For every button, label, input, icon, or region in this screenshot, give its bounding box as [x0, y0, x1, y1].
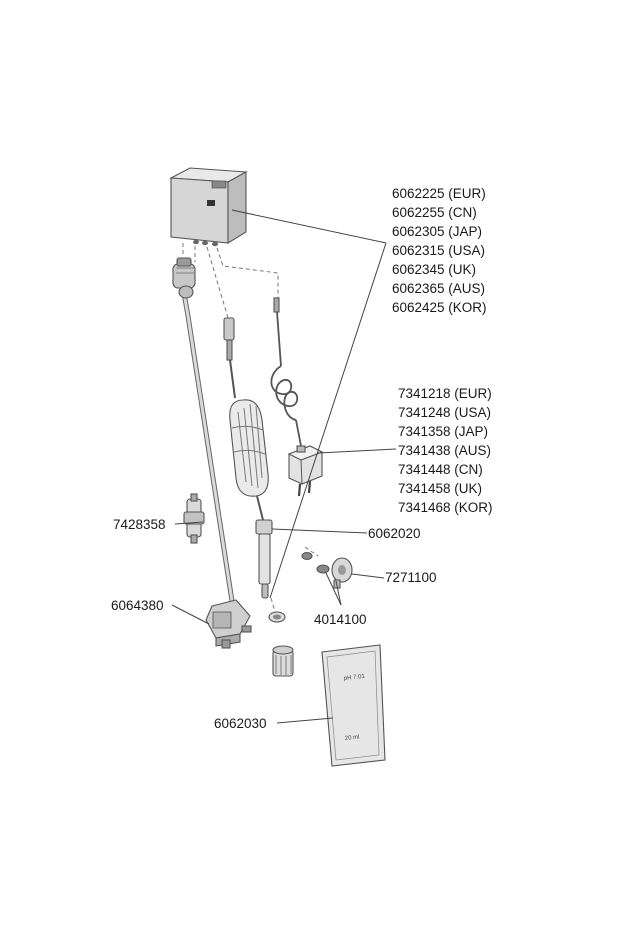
power-adapter-part-number: 7341248 (USA)	[398, 405, 491, 420]
suction-cups-part-number: 4014100	[314, 612, 367, 627]
controller-part-number: 6062425 (KOR)	[392, 300, 487, 315]
power-adapter-cable	[270, 297, 302, 447]
suction-cups	[301, 551, 330, 574]
controller-part-number: 6062305 (JAP)	[392, 224, 482, 239]
power-adapter-part-number: 7341218 (EUR)	[398, 386, 492, 401]
connection-guides	[182, 243, 319, 613]
tube-connector-plug	[172, 257, 196, 299]
ph-electrode-part-number: 6062020	[368, 526, 421, 541]
ph-electrode-cable	[223, 317, 269, 521]
power-adapter	[287, 445, 324, 497]
electrode-cap	[272, 645, 294, 677]
sachet-label-ph: pH 7.01	[344, 674, 366, 682]
electrode-ring	[268, 611, 286, 623]
calibration-solution-part-number: 6062030	[214, 716, 267, 731]
controller-part-number: 6062255 (CN)	[392, 205, 477, 220]
sachet-label-volume: 20 ml	[345, 734, 360, 742]
power-adapter-part-number: 7341458 (UK)	[398, 481, 482, 496]
ph-electrode	[255, 519, 273, 599]
power-adapter-part-number: 7341358 (JAP)	[398, 424, 488, 439]
controller-part-number: 6062365 (AUS)	[392, 281, 485, 296]
controller-part-numbers: 6062225 (EUR) 6062255 (CN) 6062305 (JAP)…	[392, 186, 487, 315]
leader-lines	[171, 209, 397, 724]
controller-part-number: 6062345 (UK)	[392, 262, 476, 277]
electrode-holder	[331, 557, 353, 589]
check-valve-part-number: 7428358	[113, 517, 166, 532]
power-adapter-part-number: 7341438 (AUS)	[398, 443, 491, 458]
holder-part-number: 7271100	[385, 570, 437, 585]
controller-part-number: 6062225 (EUR)	[392, 186, 486, 201]
calibration-sachet: pH 7.01 20 ml	[321, 644, 386, 767]
controller-box	[169, 167, 248, 247]
controller-part-number: 6062315 (USA)	[392, 243, 485, 258]
power-adapter-part-number: 7341468 (KOR)	[398, 500, 493, 515]
solenoid-valve	[205, 599, 252, 649]
power-adapter-part-number: 7341448 (CN)	[398, 462, 483, 477]
power-adapter-part-numbers: 7341218 (EUR) 7341248 (USA) 7341358 (JAP…	[398, 386, 493, 515]
check-valve	[183, 493, 205, 544]
solenoid-valve-part-number: 6064380	[111, 598, 164, 613]
